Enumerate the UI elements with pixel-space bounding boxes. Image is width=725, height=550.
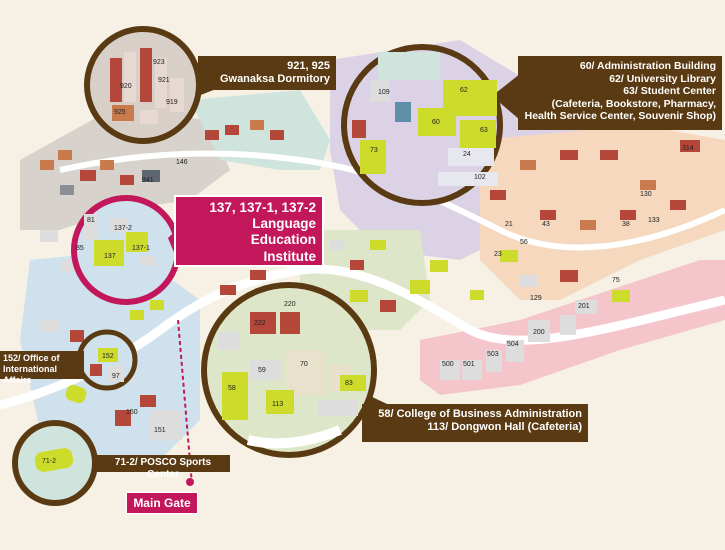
label-b21: 21: [505, 221, 513, 228]
label-b58: 58: [228, 385, 236, 392]
label-b113: 113: [272, 401, 283, 408]
road-east: [498, 207, 725, 251]
building-cluster-southeast: [440, 315, 576, 380]
label-b137: 137: [104, 253, 116, 260]
label-b63: 63: [480, 127, 488, 134]
callout-admin-line3: 63/ Student Center: [623, 85, 716, 98]
label-b151: 151: [154, 427, 166, 434]
callout-dormitory: 921, 925 Gwanaksa Dormitory: [198, 56, 336, 90]
callout-dormitory-line2: Gwanaksa Dormitory: [219, 73, 330, 86]
label-b920: 920: [120, 83, 132, 90]
label-b75: 75: [612, 277, 620, 284]
callout-language-line1: 137, 137-1, 137-2: [209, 200, 316, 215]
callout-international-line1: 152/ Office of: [3, 353, 60, 363]
label-b1372: 137-2: [114, 225, 132, 232]
label-b83: 83: [345, 380, 353, 387]
callout-posco: 71-2/ POSCO Sports Center: [96, 455, 230, 480]
label-b504: 504: [507, 341, 519, 348]
label-b1371: 137-1: [132, 245, 150, 252]
label-b97: 97: [112, 373, 120, 380]
main-gate-label: Main Gate: [126, 492, 198, 514]
label-b38: 38: [622, 221, 630, 228]
label-b133: 133: [648, 217, 660, 224]
label-b59: 59: [258, 367, 266, 374]
callout-admin-line2: 62/ University Library: [609, 72, 716, 85]
callout-business-line1: 58/ College of Business Administration: [378, 408, 582, 420]
callout-business: 58/ College of Business Administration 1…: [362, 404, 588, 442]
label-b220: 220: [284, 301, 296, 308]
label-b56: 56: [520, 239, 528, 246]
building-cluster-east: [470, 140, 700, 314]
label-b150: 150: [126, 409, 138, 416]
label-b923: 923: [153, 59, 165, 66]
label-b503: 503: [487, 351, 499, 358]
zoom-admin: [341, 44, 525, 206]
callout-admin-line4: (Cafeteria, Bookstore, Pharmacy,: [551, 97, 716, 110]
label-b712: 71-2: [42, 458, 56, 465]
label-b70: 70: [300, 361, 308, 368]
callout-language-line4: Institute: [263, 248, 317, 264]
zone-east-campus: [480, 125, 725, 300]
building-cluster-west: [40, 230, 182, 440]
label-b109: 109: [378, 89, 390, 96]
label-b43: 43: [542, 221, 550, 228]
label-b941: 941: [142, 177, 154, 184]
callout-international-line2: International Affairs: [3, 363, 58, 385]
label-b24: 24: [463, 151, 471, 158]
label-b129: 129: [530, 295, 542, 302]
label-b73: 73: [370, 147, 378, 154]
main-gate-marker: [186, 478, 194, 486]
label-b500: 500: [442, 361, 454, 368]
callout-dormitory-line1: 921, 925: [287, 60, 330, 72]
callout-admin-line5: Health Service Center, Souvenir Shop): [524, 110, 716, 123]
zoom-dormitory: [84, 26, 255, 144]
callout-admin: 60/ Administration Building 62/ Universi…: [518, 56, 722, 130]
label-b102: 102: [474, 174, 486, 181]
label-b919: 919: [166, 99, 178, 106]
label-b81: 81: [87, 217, 95, 224]
label-b152: 152: [102, 353, 114, 360]
zoom-posco: [12, 384, 102, 506]
road-south: [299, 264, 725, 345]
label-b314: 314: [682, 145, 694, 152]
label-b201: 201: [578, 303, 590, 310]
road-west: [0, 265, 301, 410]
label-b23: 23: [494, 251, 502, 258]
label-b946: 146: [176, 159, 188, 166]
callout-business-line2: 113/ Dongwon Hall (Cafeteria): [427, 421, 582, 434]
label-b925: 925: [114, 109, 126, 116]
label-b130: 130: [640, 191, 652, 198]
label-b921: 921: [158, 77, 170, 84]
zoom-business: [201, 282, 400, 458]
callout-language-line2: Language: [252, 216, 316, 232]
zoom-international: [76, 329, 138, 391]
label-b60: 60: [432, 119, 440, 126]
label-b501: 501: [463, 361, 475, 368]
label-b222: 222: [254, 320, 266, 327]
callout-international: 152/ Office of International Affairs: [0, 351, 84, 385]
callout-admin-line1: 60/ Administration Building: [579, 60, 716, 72]
building-cluster-dorm: [40, 120, 284, 195]
label-b200: 200: [533, 329, 545, 336]
callout-language: 137, 137-1, 137-2 Language Education Ins…: [174, 195, 324, 267]
label-b62: 62: [460, 87, 468, 94]
label-b85: 85: [76, 245, 84, 252]
callout-language-line3: Education: [250, 232, 316, 248]
callout-posco-line1: 71-2/ POSCO Sports Center: [114, 457, 212, 480]
